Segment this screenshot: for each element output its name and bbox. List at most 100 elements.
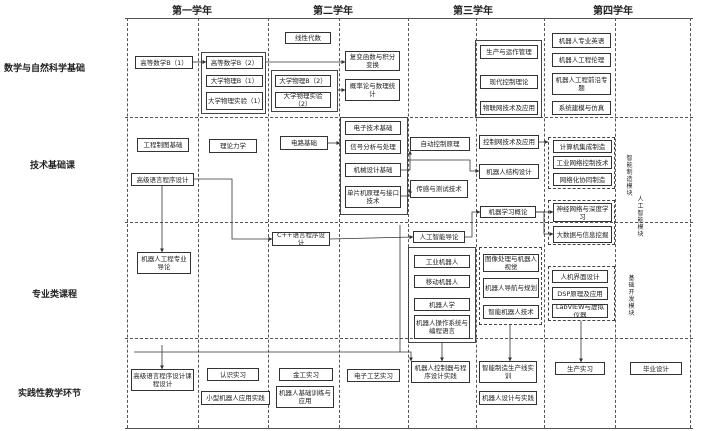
category-professional: 专业类课程 [32, 290, 78, 300]
course-box: 控制网技术及应用 [479, 135, 539, 149]
connector-arrow [194, 178, 273, 241]
course-box: 机器学习概论 [480, 206, 536, 218]
grid-line [690, 18, 691, 428]
course-box: 机器人操作系统与编程语言 [414, 315, 470, 339]
course-box: 电路基础 [280, 136, 328, 150]
year-header-4: 第四学年 [593, 6, 633, 17]
course-box: 机器人学 [414, 298, 470, 311]
course-box: 大学物理B（2） [275, 75, 331, 87]
grid-line [127, 18, 128, 428]
course-box: 物联网技术及应用 [480, 101, 538, 115]
course-box: 大学物理实验（1） [206, 92, 263, 110]
year-header-1: 第一学年 [172, 6, 212, 17]
module-label: 人工智能模块 [637, 196, 644, 238]
course-box: 大学物理实验（2） [275, 92, 331, 108]
row-divider [125, 117, 693, 118]
course-box: 机械设计基础 [345, 163, 401, 177]
course-group [548, 200, 615, 245]
course-box: 机器人控制器与程序设计实践 [411, 361, 470, 383]
category-math-science: 数学与自然科学基础 [4, 64, 86, 74]
course-box: 概率论与数理统计 [345, 79, 400, 101]
course-group [475, 40, 542, 118]
grid-line [268, 18, 269, 428]
course-box: 人工智能导论 [413, 231, 465, 243]
course-box: 机器人工程前沿专题 [552, 73, 611, 95]
course-group [548, 137, 615, 189]
module-label: 智能制造模块 [626, 155, 633, 197]
course-box: 机器人专业英语 [552, 33, 611, 48]
grid-line [544, 18, 545, 428]
course-box: 电子技术基础 [345, 121, 401, 135]
connector-arrow [408, 159, 480, 173]
grid-line [339, 18, 340, 428]
row-divider [125, 338, 693, 339]
grid-line [198, 18, 199, 428]
course-box: 机器人导航与规划 [483, 278, 539, 298]
course-box: 单片机原理与接口技术 [345, 186, 401, 208]
course-box: 计算机集成制造 [553, 140, 612, 153]
course-box: 电子工艺实习 [347, 369, 400, 382]
course-box: C++语言程序设计 [272, 232, 330, 246]
grid-line [615, 18, 616, 428]
course-group [479, 247, 542, 325]
course-box: LabVIEW与虚拟仪器 [552, 304, 608, 318]
course-box: 大数据与信息挖掘 [553, 226, 612, 243]
category-practice: 实践性教学环节 [18, 389, 82, 399]
course-box: 移动机器人 [414, 275, 470, 288]
grid-line [408, 18, 409, 428]
course-group [340, 117, 408, 215]
course-box: 毕业设计 [630, 362, 682, 375]
course-box: 机器人工程专业导论 [137, 252, 191, 274]
course-box: 系统建模与仿真 [552, 101, 611, 115]
course-box: 图像处理与机器人视觉 [483, 254, 539, 272]
course-box: 神经网络与深度学习 [553, 203, 612, 222]
row-divider [125, 222, 693, 223]
connector-arrow [329, 235, 414, 240]
course-box: 高等数学B（2） [206, 56, 263, 69]
row-divider [125, 18, 693, 19]
row-divider [125, 428, 693, 429]
course-box: 复变函数与积分变换 [345, 51, 400, 71]
module-label: 基础开发模块 [628, 275, 635, 317]
connector-arrow [401, 150, 412, 171]
course-box: 机器人工程伦理 [552, 53, 611, 67]
year-header-2: 第二学年 [313, 6, 353, 17]
course-group [271, 70, 338, 112]
connector-arrow [400, 351, 413, 362]
course-box: 线性代数 [285, 32, 331, 44]
course-box: 生产与运作管理 [480, 45, 538, 59]
course-box: 高级语言程序设计课程设计 [131, 369, 194, 391]
course-box: 智能机器人技术 [483, 305, 539, 319]
course-group [548, 266, 615, 321]
course-box: 生产实习 [555, 362, 605, 375]
connector-arrow [465, 210, 481, 238]
course-box: 工程制图基础 [137, 138, 189, 152]
course-box: 高等数学B（1） [135, 56, 193, 69]
course-group [201, 52, 266, 114]
course-box: 金工实习 [279, 368, 333, 381]
course-box: 自动控制原理 [410, 137, 470, 151]
course-box: 理论力学 [209, 139, 257, 153]
course-box: 人机界面设计 [552, 270, 608, 283]
course-box: 高级语言程序设计 [131, 173, 194, 186]
course-box: 大学物理B（1） [206, 75, 263, 87]
course-box: 机器人基础训练与应用 [276, 386, 334, 408]
course-box: 机器人设计与实践 [479, 391, 537, 405]
grid-line [476, 18, 477, 428]
course-group [408, 247, 476, 343]
connector-arrow [536, 211, 554, 236]
course-box: 传感与测试技术 [410, 180, 468, 198]
course-box: 认识实习 [207, 368, 259, 381]
course-box: 智能制造生产线实训 [479, 361, 537, 383]
course-box: 小型机器人应用实践 [201, 391, 270, 405]
year-header-3: 第三学年 [453, 6, 493, 17]
category-tech-basic: 技术基础课 [30, 161, 76, 171]
course-box: 机器人结构设计 [479, 164, 539, 179]
course-box: 工业机器人 [414, 255, 470, 268]
connector-arrow [401, 188, 412, 197]
course-box: DSP原理及应用 [552, 287, 608, 300]
course-box: 网络化协同制造 [553, 173, 612, 186]
course-box: 信号分析与处理 [345, 140, 401, 154]
